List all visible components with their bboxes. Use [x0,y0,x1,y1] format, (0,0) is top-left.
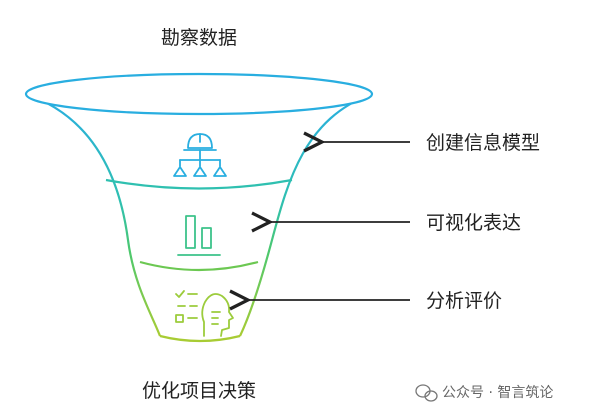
top-label: 勘察数据 [161,27,237,49]
funnel-left-edge [25,92,162,337]
watermark-text: 公众号 · 智言筑论 [442,385,553,401]
funnel-bottom [159,334,241,343]
bottom-label: 优化项目决策 [142,380,256,402]
funnel-rim [24,72,374,116]
checklist-head-icon [175,290,234,337]
funnel-divider-2 [139,260,259,272]
bar-chart-icon [177,215,221,256]
stage-label-1: 创建信息模型 [426,132,540,154]
hierarchy-helmet-icon [173,133,227,177]
stage-label-2: 可视化表达 [426,212,521,234]
funnel-divider-1 [105,178,293,190]
stage-label-3: 分析评价 [426,290,502,312]
wechat-icon [415,384,438,402]
funnel-right-edge [239,92,373,337]
